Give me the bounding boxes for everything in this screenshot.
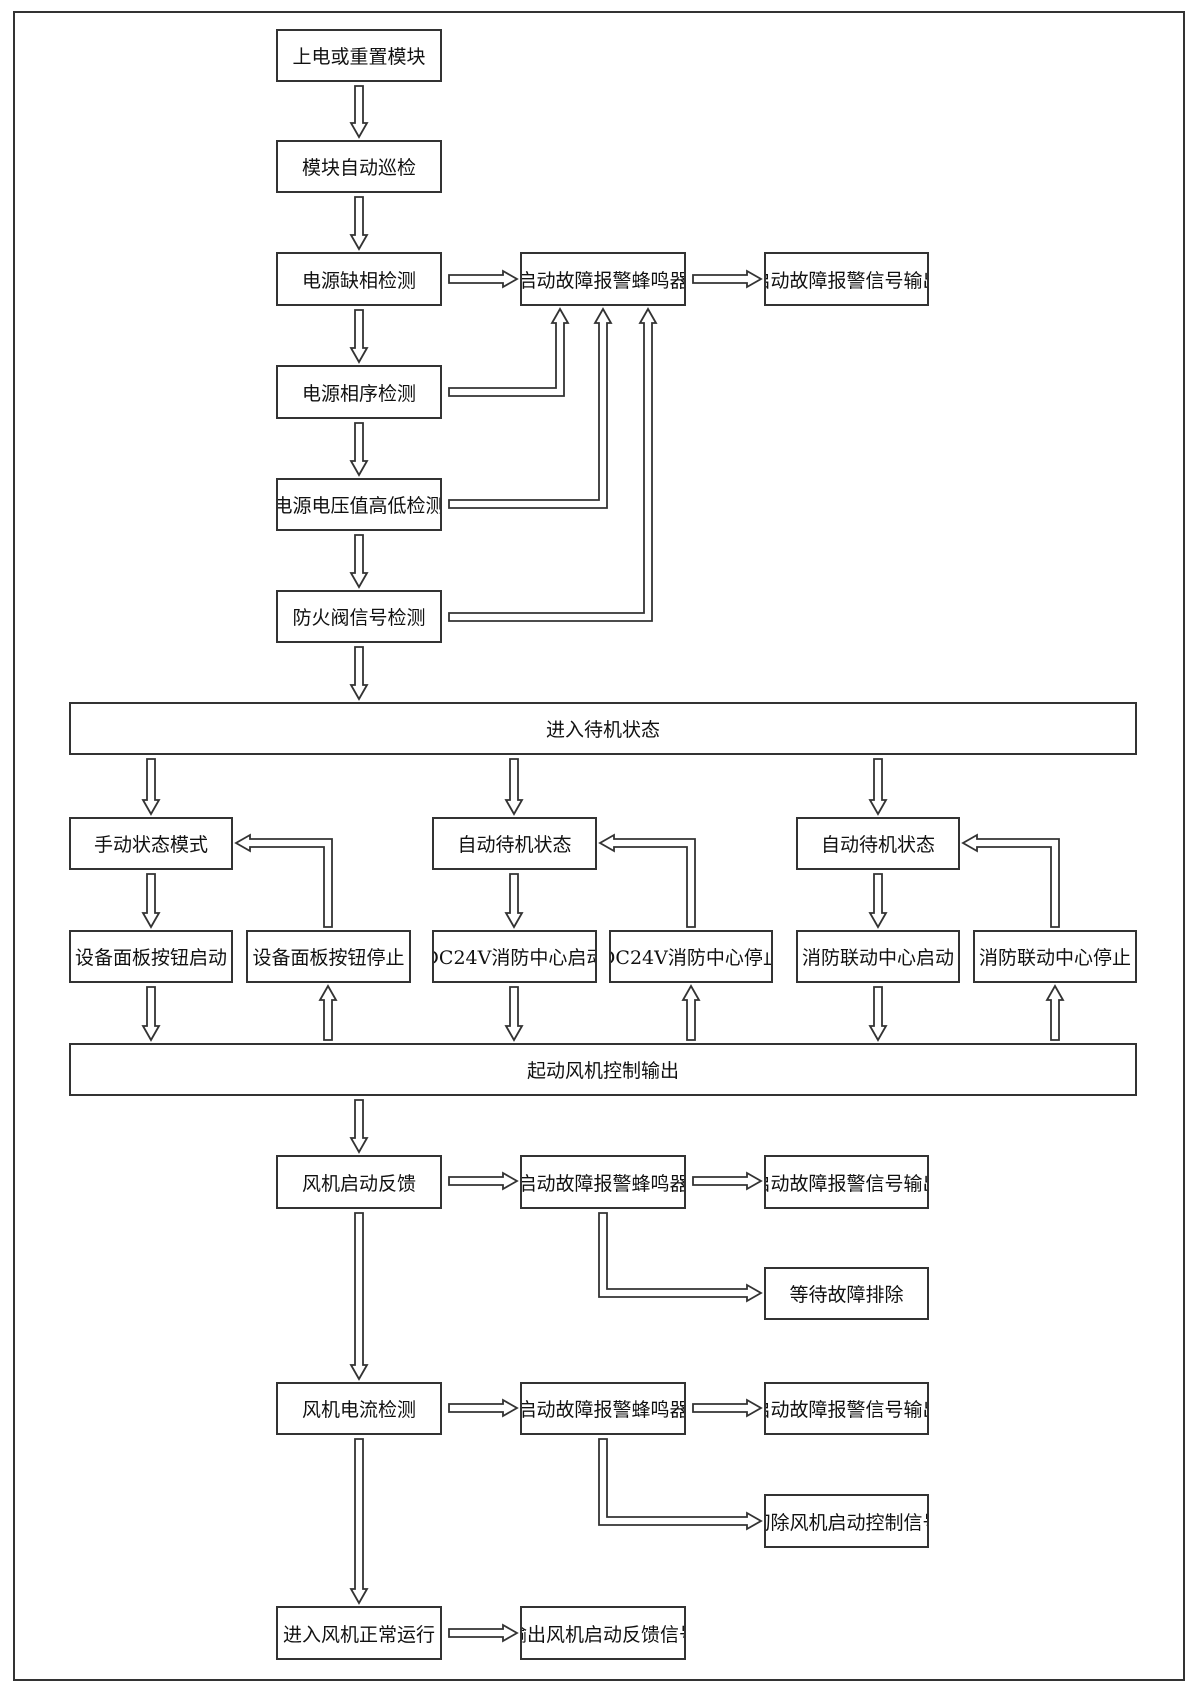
flow-arrow-22 — [504, 986, 524, 1042]
diagram-frame — [13, 11, 1185, 1681]
flow-arrow-2 — [349, 196, 369, 251]
flow-arrow-25 — [681, 984, 701, 1041]
flow-arrow-7 — [448, 269, 519, 289]
flow-arrow-27 — [349, 1099, 369, 1154]
flow-arrow-5 — [349, 534, 369, 589]
flow-arrow-6 — [349, 646, 369, 701]
linkage-start-box: 消防联动中心启动 — [796, 930, 960, 983]
flow-arrow-3 — [349, 309, 369, 364]
flow-arrow-33 — [692, 1398, 763, 1418]
flow-arrow-14 — [868, 758, 888, 816]
flow-arrow-18 — [234, 833, 333, 928]
alarm-signal-output-box-2: 启动故障报警信号输出 — [764, 1155, 929, 1209]
flow-arrow-13 — [504, 758, 524, 816]
alarm-signal-output-box-1: 启动故障报警信号输出 — [764, 252, 929, 306]
flow-arrow-23 — [868, 986, 888, 1042]
auto-standby-box-2: 自动待机状态 — [796, 817, 960, 870]
flow-arrow-4 — [349, 422, 369, 477]
flow-arrow-15 — [141, 873, 161, 929]
flow-arrow-30 — [598, 1212, 763, 1303]
flow-arrow-31 — [349, 1212, 369, 1381]
auto-standby-box-1: 自动待机状态 — [432, 817, 597, 870]
flow-arrow-36 — [448, 1623, 519, 1643]
cut-fan-signal-box: 切除风机启动控制信号 — [764, 1494, 929, 1548]
flow-arrow-29 — [692, 1171, 763, 1191]
flow-arrow-34 — [598, 1438, 763, 1531]
alarm-signal-output-box-3: 启动故障报警信号输出 — [764, 1382, 929, 1435]
flow-arrow-16 — [504, 873, 524, 929]
flow-arrow-32 — [448, 1398, 519, 1418]
phase-sequence-box: 电源相序检测 — [276, 365, 442, 419]
flow-arrow-20 — [961, 833, 1060, 928]
flow-arrow-19 — [598, 833, 696, 928]
manual-mode-box: 手动状态模式 — [69, 817, 233, 870]
fan-control-output-bar: 起动风机控制输出 — [69, 1043, 1137, 1096]
flow-arrow-24 — [318, 984, 338, 1041]
power-on-box: 上电或重置模块 — [276, 29, 442, 82]
panel-stop-box: 设备面板按钮停止 — [246, 930, 411, 983]
fan-feedback-box: 风机启动反馈 — [276, 1155, 442, 1209]
standby-bar: 进入待机状态 — [69, 702, 1137, 755]
flow-arrow-17 — [868, 873, 888, 929]
flow-arrow-1 — [349, 85, 369, 139]
panel-start-box: 设备面板按钮启动 — [69, 930, 233, 983]
flow-arrow-8 — [692, 269, 763, 289]
wait-fault-clear-box: 等待故障排除 — [764, 1267, 929, 1320]
fan-current-box: 风机电流检测 — [276, 1382, 442, 1435]
normal-run-box: 进入风机正常运行 — [276, 1606, 442, 1660]
flow-arrow-28 — [448, 1171, 519, 1191]
flow-arrow-11 — [448, 307, 658, 622]
flow-arrow-10 — [448, 307, 613, 509]
self-patrol-box: 模块自动巡检 — [276, 140, 442, 193]
dc24v-start-box: DC24V消防中心启动 — [432, 930, 597, 983]
phase-loss-box: 电源缺相检测 — [276, 252, 442, 306]
flow-arrow-9 — [448, 307, 570, 397]
feedback-signal-output-box: 输出风机启动反馈信号 — [520, 1606, 686, 1660]
alarm-buzzer-box-2: 启动故障报警蜂鸣器 — [520, 1155, 686, 1209]
flow-arrow-26 — [1045, 984, 1065, 1041]
linkage-stop-box: 消防联动中心停止 — [973, 930, 1137, 983]
voltage-check-box: 电源电压值高低检测 — [276, 478, 442, 531]
dc24v-stop-box: DC24V消防中心停止 — [609, 930, 773, 983]
flow-arrow-35 — [349, 1438, 369, 1605]
alarm-buzzer-box-3: 启动故障报警蜂鸣器 — [520, 1382, 686, 1435]
flow-arrow-12 — [141, 758, 161, 816]
alarm-buzzer-box-1: 启动故障报警蜂鸣器 — [520, 252, 686, 306]
fire-damper-box: 防火阀信号检测 — [276, 590, 442, 643]
flow-arrow-21 — [141, 986, 161, 1042]
